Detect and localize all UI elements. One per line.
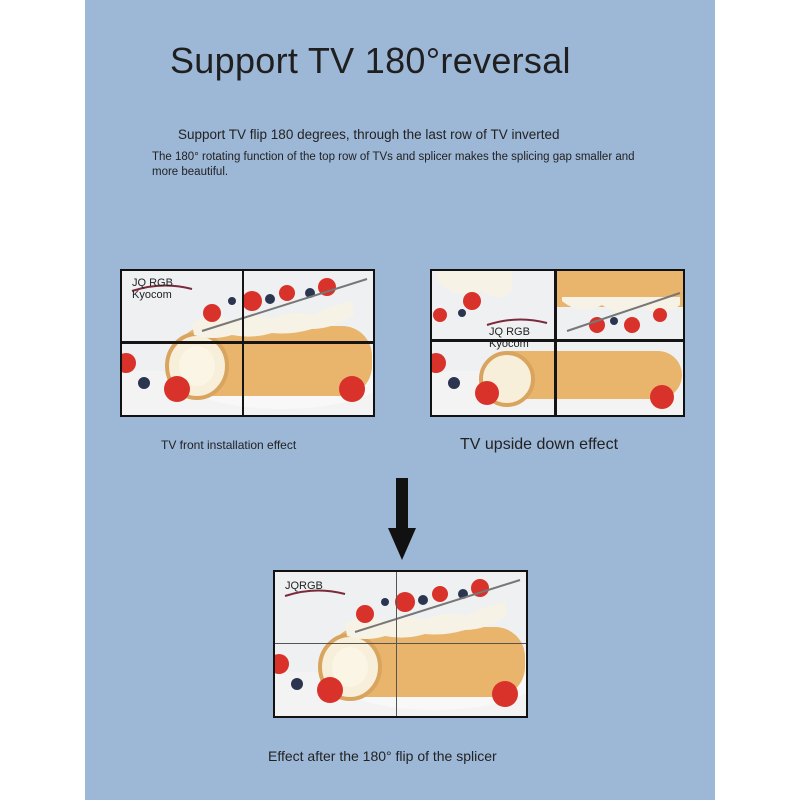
cake-image xyxy=(275,572,526,716)
cake-image xyxy=(432,271,683,415)
description: The 180° rotating function of the top ro… xyxy=(152,151,635,178)
screen-seam xyxy=(122,341,373,344)
page-title: Support TV 180°reversal xyxy=(170,40,571,81)
video-wall-front: JQ RGB Kyocom xyxy=(120,269,375,417)
screen-seam xyxy=(432,339,683,342)
video-wall-upside-down: JQ RGB Kyocom xyxy=(430,269,685,417)
screen-seam xyxy=(554,271,557,415)
watermark: JQ RGB Kyocom xyxy=(132,277,173,301)
caption-upside-down: TV upside down effect xyxy=(460,436,619,453)
arrow-down-icon xyxy=(388,478,416,560)
caption-after-flip: Effect after the 180° flip of the splice… xyxy=(268,748,497,764)
watermark: JQ RGB Kyocom xyxy=(489,326,530,350)
screen-seam xyxy=(275,643,526,644)
watermark: JQRGB xyxy=(285,580,323,592)
caption-front: TV front installation effect xyxy=(161,438,297,452)
screen-seam xyxy=(396,572,397,716)
subtitle: Support TV flip 180 degrees, through the… xyxy=(178,127,560,142)
video-wall-after-flip: JQRGB xyxy=(273,570,528,718)
